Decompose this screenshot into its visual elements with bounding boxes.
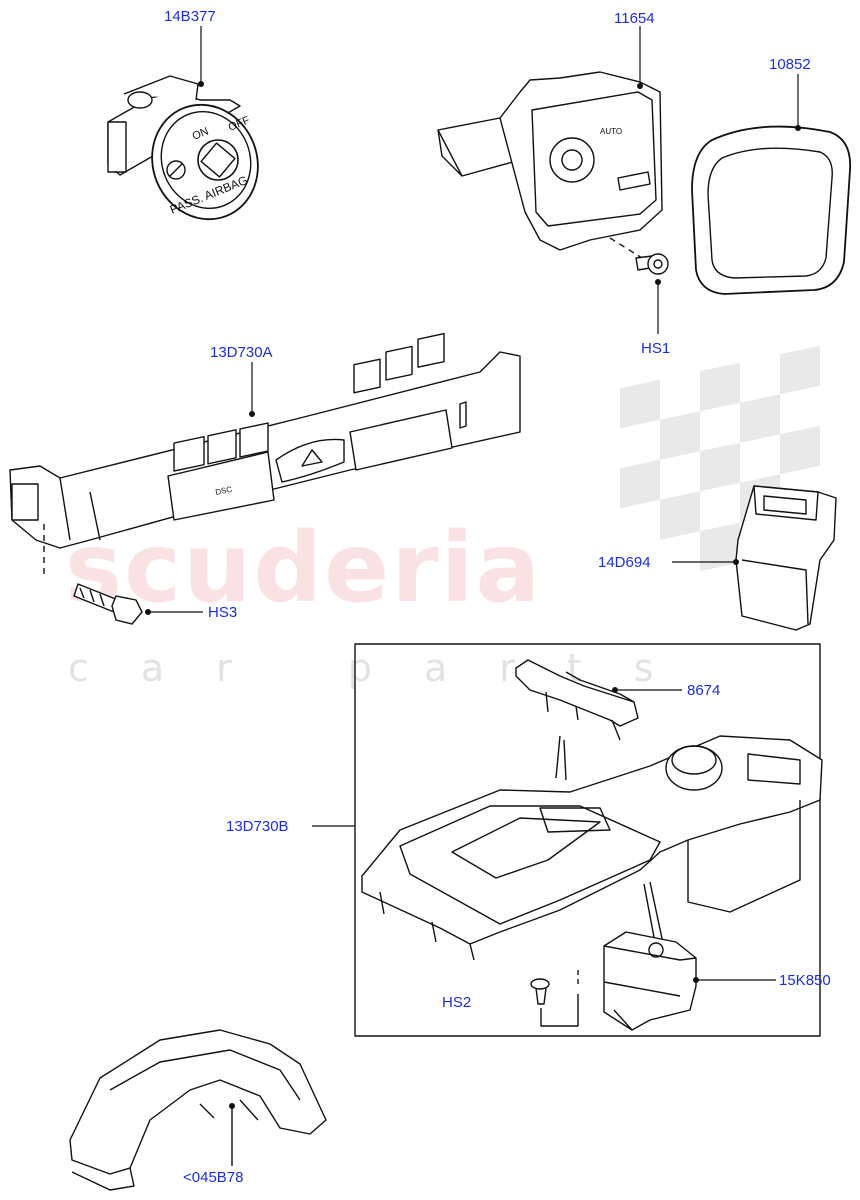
airbag-switch-part	[107, 75, 259, 221]
callout-14b377[interactable]: 14B377	[164, 8, 216, 25]
bolt-hs3-part	[43, 524, 143, 625]
headlamp-switch-auto-label: AUTO	[600, 127, 622, 136]
leader-lines	[148, 26, 799, 981]
switch-15k850-part	[603, 931, 697, 1031]
assembly-13d730b-box	[354, 643, 821, 1037]
cover-8674-part	[515, 659, 639, 741]
leader-8674-down	[555, 735, 561, 779]
switch-panel-dsc-label: DSC	[215, 485, 234, 497]
switch-14d694-part	[735, 485, 837, 631]
leader-8674-down-2	[563, 739, 567, 781]
bezel-part	[691, 125, 852, 295]
callout-13d730a[interactable]: 13D730A	[210, 344, 273, 361]
leader-console-down	[649, 881, 665, 949]
leader-dots	[145, 81, 801, 1109]
console-13d730b-part	[361, 735, 823, 961]
callout-10852[interactable]: 10852	[769, 56, 811, 73]
callout-11654[interactable]: 11654	[614, 10, 655, 27]
callout-hs1[interactable]: HS1	[641, 340, 671, 357]
callout-hs3[interactable]: HS3	[208, 604, 238, 621]
callout-045b78[interactable]: <045B78	[183, 1169, 244, 1186]
switch-panel-part	[9, 332, 521, 549]
airbag-switch-on-label: ON	[191, 125, 211, 142]
bracket-045b78-part	[69, 1029, 327, 1191]
callout-13d730b[interactable]: 13D730B	[226, 818, 289, 835]
headlamp-switch-part	[437, 71, 663, 251]
callout-hs2[interactable]: HS2	[442, 994, 472, 1011]
callout-15k850[interactable]: 15K850	[779, 972, 831, 989]
screw-hs1-part	[609, 237, 669, 275]
callout-8674[interactable]: 8674	[687, 682, 721, 699]
screw-hs2-part	[530, 970, 579, 1027]
callout-14d694[interactable]: 14D694	[598, 554, 651, 571]
